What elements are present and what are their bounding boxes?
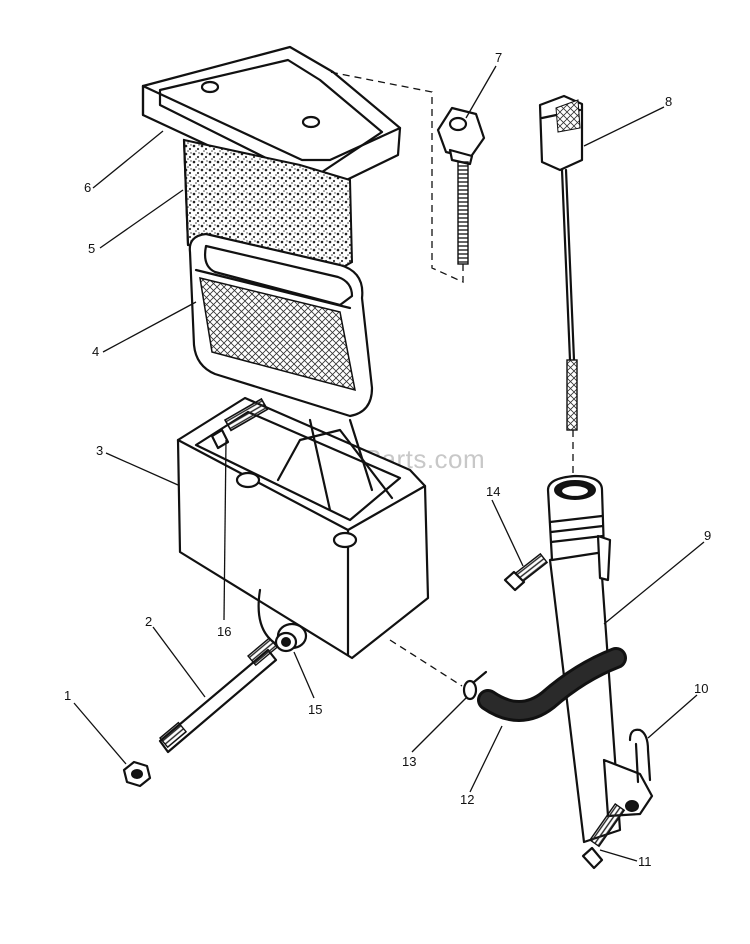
leader-11 <box>599 849 638 862</box>
part-15-spacer <box>274 622 308 653</box>
part-3-air-cleaner-base <box>176 396 430 660</box>
callout-1: 1 <box>64 688 71 703</box>
leader-4 <box>102 301 197 353</box>
leader-13 <box>411 697 467 753</box>
callout-7: 7 <box>495 50 502 65</box>
part-14-screw <box>503 552 549 592</box>
leader-8 <box>583 106 665 147</box>
part-8-dipstick <box>538 94 584 480</box>
leader-3 <box>105 452 179 486</box>
leader-16 <box>223 439 227 621</box>
part-11-screw <box>581 802 626 870</box>
part-1-nut <box>122 760 152 788</box>
callout-12: 12 <box>460 792 474 807</box>
leader-6 <box>92 130 164 189</box>
callout-6: 6 <box>84 180 91 195</box>
callout-labels: 1 2 3 4 5 6 7 8 9 10 11 12 13 14 15 16 <box>64 50 711 869</box>
part-13-clamp <box>462 670 488 701</box>
callout-16: 16 <box>217 624 231 639</box>
leader-14 <box>491 499 524 567</box>
leader-5 <box>99 189 184 249</box>
callout-11: 11 <box>638 854 652 869</box>
callout-2: 2 <box>145 614 152 629</box>
leader-1 <box>73 702 127 765</box>
callout-leaders <box>73 65 705 862</box>
callout-4: 4 <box>92 344 99 359</box>
part-2-stud <box>158 637 279 754</box>
part-9-dipstick-tube <box>546 474 654 844</box>
leader-15 <box>293 651 315 699</box>
leader-12 <box>469 725 503 793</box>
callout-14: 14 <box>486 484 500 499</box>
assembly-line-base-to-hose <box>389 639 463 687</box>
leader-10 <box>647 694 698 739</box>
callout-5: 5 <box>88 241 95 256</box>
callout-8: 8 <box>665 94 672 109</box>
leader-2 <box>152 626 206 698</box>
callout-10: 10 <box>694 681 708 696</box>
callout-3: 3 <box>96 443 103 458</box>
part-16-screw <box>210 397 269 450</box>
callout-13: 13 <box>402 754 416 769</box>
part-7-wing-bolt <box>329 71 486 284</box>
leader-9 <box>603 541 705 625</box>
part-10-clip <box>628 728 652 784</box>
part-6-cover <box>141 45 402 192</box>
part-12-hose <box>477 647 627 722</box>
callout-15: 15 <box>308 702 322 717</box>
callout-9: 9 <box>704 528 711 543</box>
leader-7 <box>465 65 497 119</box>
part-4-air-filter-element <box>188 232 374 418</box>
